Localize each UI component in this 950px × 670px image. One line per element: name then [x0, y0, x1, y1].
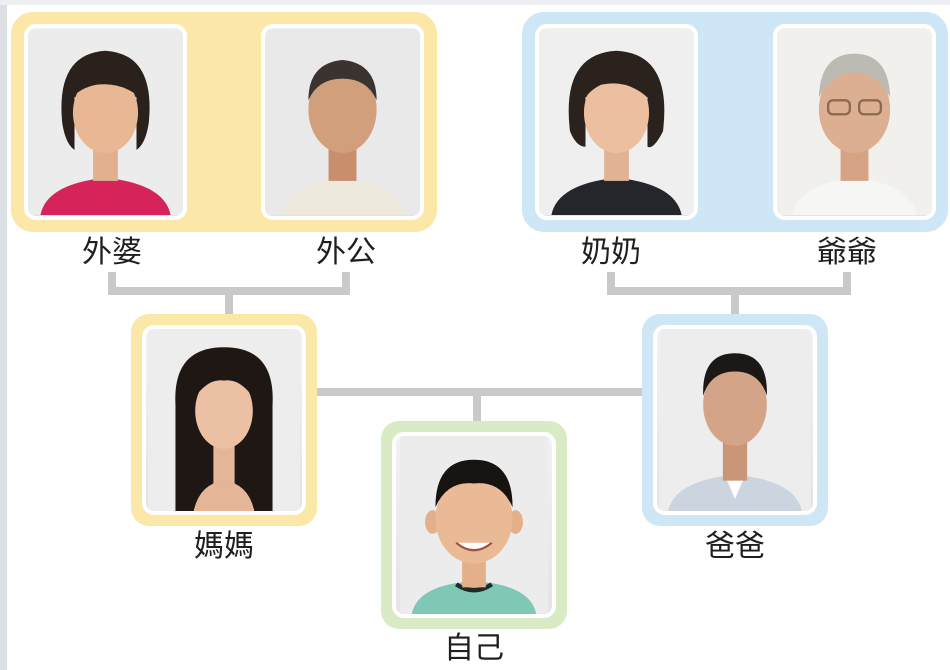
- connector-to-mama: [225, 287, 233, 319]
- connector-nainai-down: [607, 272, 615, 294]
- connector-waipo-down: [108, 272, 116, 294]
- connector-yeye-down: [843, 272, 851, 294]
- connector-paternal-grandparents: [607, 287, 851, 295]
- top-edge-shadow: [0, 0, 950, 5]
- self-photo: [392, 432, 556, 618]
- grandfather-portrait-icon: [777, 29, 932, 215]
- waipo-label: 外婆: [82, 235, 142, 270]
- mama-photo: [142, 325, 306, 515]
- yeye-photo: [773, 24, 936, 220]
- mother-portrait-icon: [148, 329, 300, 511]
- baba-photo: [653, 325, 817, 515]
- father-portrait-icon: [659, 329, 811, 511]
- left-edge-shadow: [0, 0, 7, 670]
- nainai-photo: [535, 24, 698, 220]
- child-portrait-icon: [399, 436, 549, 614]
- waipo-photo: [24, 24, 187, 220]
- yeye-label: 爺爺: [817, 235, 877, 270]
- self-label: 自己: [444, 631, 504, 666]
- grandmother-portrait-icon: [28, 29, 183, 215]
- grandfather-portrait-icon: [265, 29, 420, 215]
- connector-to-self: [473, 388, 481, 424]
- connector-waigong-down: [342, 272, 350, 294]
- waigong-photo: [261, 24, 424, 220]
- baba-label: 爸爸: [705, 529, 765, 564]
- mama-label: 媽媽: [194, 529, 254, 564]
- waigong-label: 外公: [316, 235, 376, 270]
- grandmother-portrait-icon: [539, 29, 694, 215]
- nainai-label: 奶奶: [581, 235, 641, 270]
- connector-to-baba: [731, 287, 739, 319]
